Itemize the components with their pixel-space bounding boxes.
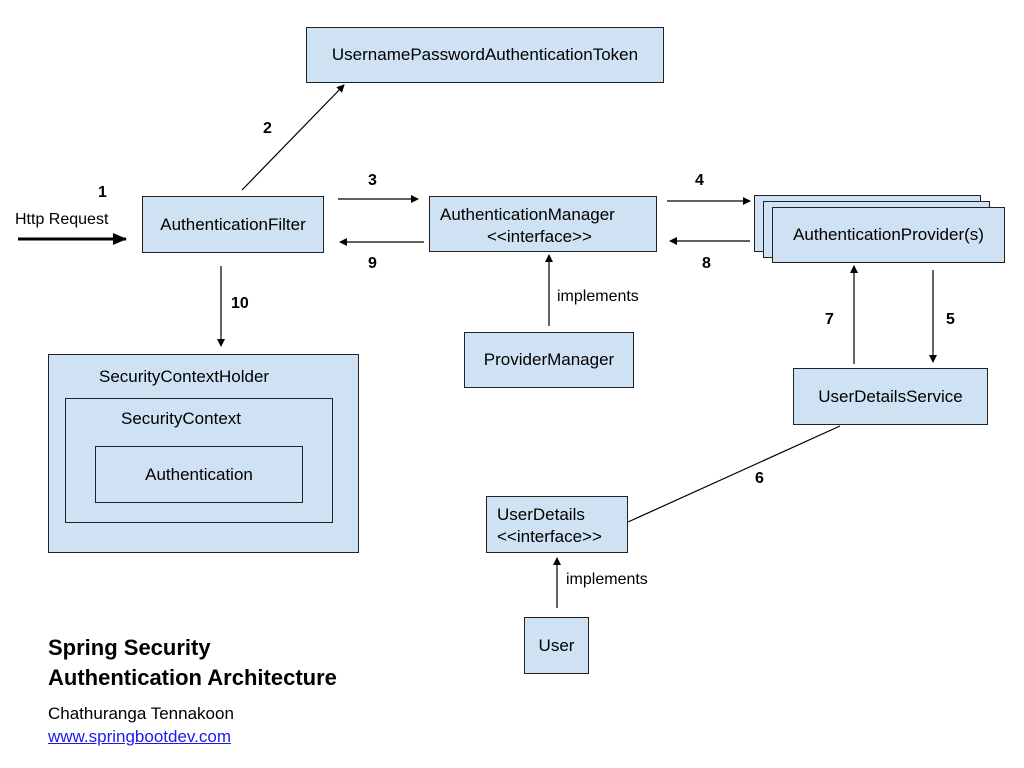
authentication-provider-label: AuthenticationProvider(s) — [793, 225, 984, 244]
authentication-filter-label: AuthenticationFilter — [160, 214, 306, 234]
diagram-title-line1: Spring Security — [48, 635, 211, 660]
step-9-number: 9 — [368, 255, 377, 272]
username-password-token-box: UsernamePasswordAuthenticationToken — [306, 27, 664, 83]
username-password-token-label: UsernamePasswordAuthenticationToken — [331, 45, 639, 64]
user-details-service-label: UserDetailsService — [818, 386, 963, 406]
implements-user-label: implements — [566, 571, 648, 588]
website-link[interactable]: www.springbootdev.com — [48, 727, 231, 746]
user-label: User — [538, 635, 575, 655]
security-context-box: SecurityContext Authentication — [65, 398, 333, 523]
user-box: User — [524, 617, 589, 674]
authentication-label: Authentication — [145, 464, 253, 484]
user-details-box: UserDetails <<interface>> — [486, 496, 628, 553]
step-4-number: 4 — [695, 172, 704, 189]
http-request-label: Http Request — [15, 211, 109, 228]
security-context-holder-label: SecurityContextHolder — [99, 367, 270, 386]
implements-manager-label: implements — [557, 288, 639, 305]
step-5-number: 5 — [946, 311, 955, 328]
diagram-title-line2: Authentication Architecture — [48, 665, 337, 690]
authentication-filter-box: AuthenticationFilter — [142, 196, 324, 253]
step-8-number: 8 — [702, 255, 711, 272]
authentication-provider-box: AuthenticationProvider(s) — [772, 207, 1005, 263]
provider-manager-label: ProviderManager — [483, 350, 615, 369]
step-6-number: 6 — [755, 470, 764, 487]
authentication-manager-box: AuthenticationManager <<interface>> — [429, 196, 657, 252]
authentication-manager-label: AuthenticationManager — [440, 205, 615, 224]
diagram-title: Spring Security Authentication Architect… — [48, 633, 337, 693]
arrow-2-create-token — [241, 84, 345, 191]
provider-manager-box: ProviderManager — [464, 332, 634, 388]
step-2-number: 2 — [263, 120, 272, 137]
step-1-number: 1 — [98, 184, 107, 201]
user-details-label: UserDetails — [497, 505, 585, 524]
authentication-manager-stereotype: <<interface>> — [487, 227, 592, 246]
authentication-box: Authentication — [95, 446, 303, 503]
author-name: Chathuranga Tennakoon — [48, 704, 234, 723]
step-7-number: 7 — [825, 311, 834, 328]
security-context-holder-box: SecurityContextHolder SecurityContext Au… — [48, 354, 359, 553]
step-3-number: 3 — [368, 172, 377, 189]
user-details-service-box: UserDetailsService — [793, 368, 988, 425]
line-6-user-details — [627, 425, 841, 523]
user-details-stereotype: <<interface>> — [497, 527, 602, 546]
security-context-label: SecurityContext — [121, 409, 241, 428]
step-10-number: 10 — [231, 295, 249, 312]
